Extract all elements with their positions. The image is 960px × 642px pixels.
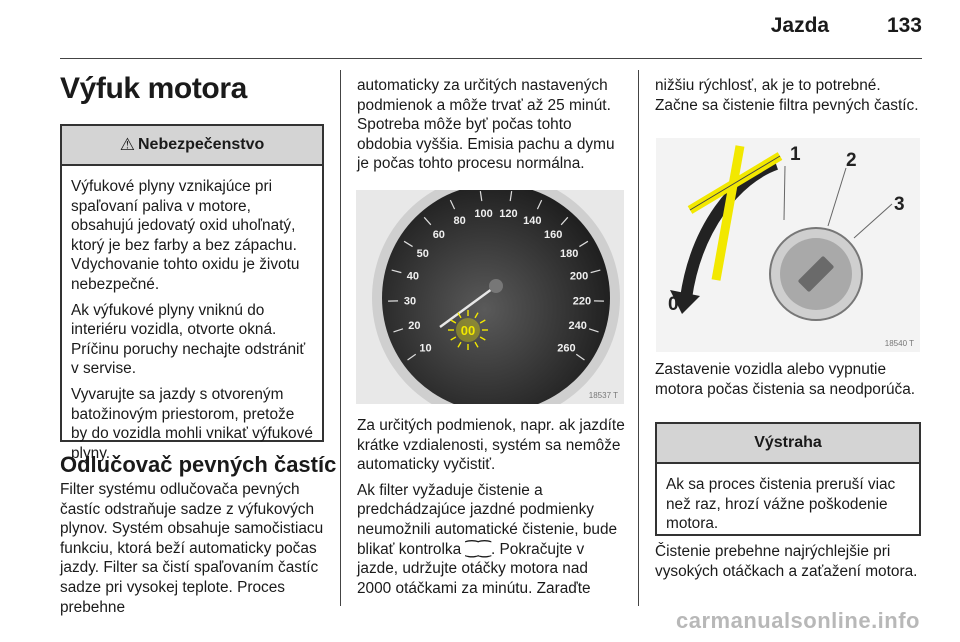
gauge-tick — [579, 240, 589, 248]
needle-hub — [489, 279, 503, 293]
lamp-ray — [474, 341, 479, 348]
section-paragraph: Filter systému odlučovača pevných častíc… — [60, 481, 324, 616]
gauge-tick — [403, 240, 413, 248]
gauge-tick — [509, 191, 513, 202]
gauge-tick — [449, 199, 456, 210]
gauge-label: 140 — [523, 215, 541, 227]
gauge-tick — [560, 216, 569, 226]
gauge-tick — [479, 191, 483, 202]
warning-box-body: Ak sa proces čistenia preruší viac než r… — [657, 464, 919, 548]
gauge-label: 160 — [544, 229, 562, 241]
warning-box-header: Výstraha — [657, 424, 919, 464]
danger-paragraph: Vyvarujte sa jazdy s otvoreným batožinov… — [71, 385, 313, 462]
danger-box: ⚠ Nebezpečenstvo Výfukové plyny vznikajú… — [60, 124, 324, 462]
warning-paragraph: Ak sa proces čistenia preruší viac než r… — [666, 476, 896, 533]
gauge-tick — [423, 216, 432, 226]
warning-box-title: Výstraha — [754, 434, 822, 451]
gauge-label: 80 — [454, 215, 466, 227]
lamp-ray — [457, 341, 462, 348]
gauge-tick — [588, 328, 599, 333]
gauge-label: 30 — [404, 296, 416, 308]
column-2-bottom: Za určitých podmienok, napr. ak jazdíte … — [357, 416, 625, 604]
gauge-tick — [391, 269, 402, 274]
lamp-ray — [479, 319, 486, 324]
danger-box-header: ⚠ Nebezpečenstvo — [62, 126, 322, 166]
lamp-ray — [450, 336, 457, 341]
column-3-top: nižšiu rýchlosť, ak je to potrebné. Začn… — [655, 76, 921, 121]
column-3-bottom: Čistenie prebehne najrýchlejšie pri vyso… — [655, 542, 921, 587]
lamp-ray — [450, 319, 457, 324]
lamp-ray — [474, 312, 479, 319]
paragraph: Zastavenie vozidla alebo vypnutie motora… — [655, 361, 916, 398]
watermark: carmanualsonline.info — [676, 608, 920, 633]
paragraph: Za určitých podmienok, napr. ak jazdíte … — [357, 417, 625, 474]
column-divider-1 — [340, 70, 341, 606]
gauge-label: 240 — [568, 320, 586, 332]
page-title: Výfuk motora — [60, 72, 247, 105]
particle-filter-lamp-icon: 00 — [448, 310, 488, 350]
gauge-tick — [536, 199, 543, 210]
ignition-illustration: 1 2 3 0 18540 T — [656, 138, 920, 352]
header-divider — [60, 58, 922, 59]
paragraph: Ak filter vyžaduje čistenie a predchádza… — [357, 481, 625, 599]
particle-filter-icon: ⁐⁐ — [465, 540, 491, 558]
svg-text:00: 00 — [461, 323, 475, 338]
page-header: Jazda 133 — [771, 14, 922, 38]
gauge-label: 60 — [433, 229, 445, 241]
key-slot — [798, 256, 834, 292]
danger-box-body: Výfukové plyny vznikajúce pri spaľovaní … — [62, 166, 322, 477]
danger-box-title: Nebezpečenstvo — [137, 136, 265, 153]
section-name: Jazda — [770, 14, 830, 37]
paragraph-part: . Pokračujte v jazde, udržujte otáčky mo… — [357, 540, 591, 597]
gauge-ticks — [388, 191, 604, 361]
gauge-tick — [407, 353, 417, 361]
gauge-label: 180 — [560, 248, 578, 260]
gauge-tick — [575, 353, 585, 361]
lamp-ray — [479, 336, 486, 341]
gauge-needle — [439, 285, 497, 328]
lamp-ray — [457, 312, 462, 319]
section-text: Filter systému odlučovača pevných častíc… — [60, 480, 326, 623]
paragraph: Čistenie prebehne najrýchlejšie pri vyso… — [655, 543, 918, 580]
page-number: 133 — [886, 14, 922, 37]
ignition-figure: 1 2 3 0 18540 T — [656, 138, 920, 352]
danger-paragraph: Výfukové plyny vznikajúce pri spaľovaní … — [71, 178, 300, 293]
label-1: 1 — [790, 144, 801, 165]
paragraph-part: Ak filter vyžaduje čistenie a predchádza… — [357, 481, 618, 558]
gauge-tick — [590, 269, 601, 274]
gauge-label: 10 — [419, 342, 431, 354]
paragraph: nižšiu rýchlosť, ak je to potrebné. Začn… — [655, 77, 919, 114]
gauge-label: 220 — [573, 296, 591, 308]
danger-paragraph: Ak výfukové plyny vniknú do interiéru vo… — [71, 301, 306, 378]
gauge-label: 120 — [499, 208, 517, 220]
column-divider-2 — [638, 70, 639, 606]
cross-mark-icon — [687, 145, 783, 281]
section-heading: Odlučovač pevných častíc — [60, 452, 337, 477]
figure-code: 18540 T — [885, 339, 914, 348]
gauge-label: 40 — [407, 271, 419, 283]
gauge-label: 200 — [570, 271, 588, 283]
paragraph: automaticky za určitých nastavených podm… — [357, 77, 615, 173]
gauge-label: 260 — [557, 342, 575, 354]
gauge-label: 100 — [474, 208, 492, 220]
figure-code: 18537 T — [589, 391, 618, 400]
label-3: 3 — [894, 194, 905, 215]
label-0: 0 — [668, 294, 679, 315]
column-3-mid: Zastavenie vozidla alebo vypnutie motora… — [655, 360, 921, 405]
warning-triangle-icon: ⚠ — [119, 135, 135, 154]
column-2-top: automaticky za určitých nastavených podm… — [357, 76, 625, 180]
warning-box: Výstraha Ak sa proces čistenia preruší v… — [655, 422, 921, 536]
label-2: 2 — [846, 150, 857, 171]
gauge-tick — [393, 328, 404, 333]
gauge-label: 20 — [408, 320, 420, 332]
gauge-label: 50 — [417, 248, 429, 260]
